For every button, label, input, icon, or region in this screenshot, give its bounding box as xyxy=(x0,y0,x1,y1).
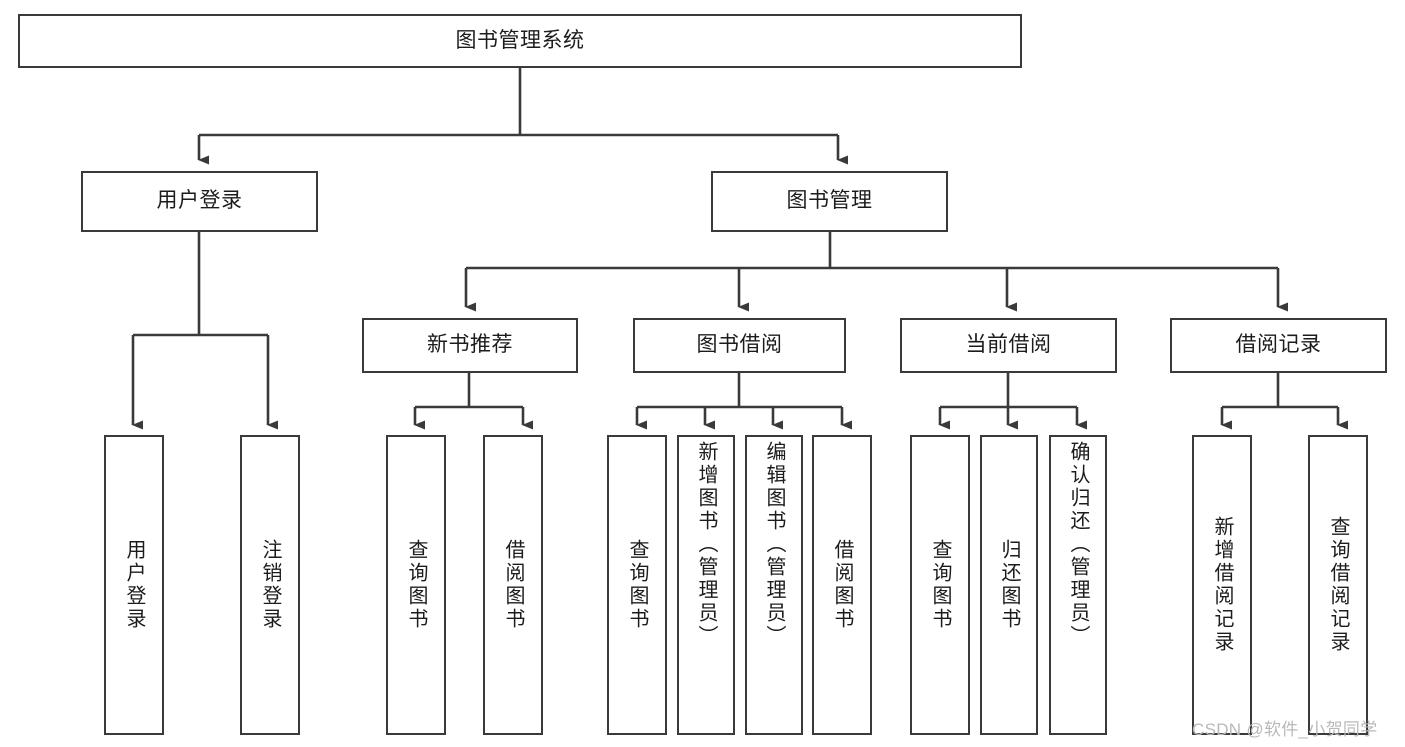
node-leaf-borrow-book-2-label: 借阅图书 xyxy=(831,539,853,631)
node-leaf-query-book-3-label: 查询图书 xyxy=(929,539,951,631)
node-leaf-add-record-label: 新增借阅记录 xyxy=(1211,516,1233,654)
node-leaf-query-book-1[interactable]: 查询图书 xyxy=(386,435,446,735)
node-current-borrow-label: 当前借阅 xyxy=(965,333,1052,357)
node-book-manage[interactable]: 图书管理 xyxy=(711,171,948,232)
node-user-login[interactable]: 用户登录 xyxy=(81,171,318,232)
node-leaf-query-book-2[interactable]: 查询图书 xyxy=(607,435,667,735)
node-leaf-user-login-label: 用户登录 xyxy=(123,539,145,631)
node-current-borrow[interactable]: 当前借阅 xyxy=(900,318,1117,373)
node-leaf-edit-book[interactable]: 编辑图书（管理员） xyxy=(745,435,803,735)
node-book-borrow-label: 图书借阅 xyxy=(696,333,783,357)
node-leaf-add-record[interactable]: 新增借阅记录 xyxy=(1192,435,1252,735)
node-leaf-return-book-label: 归还图书 xyxy=(998,539,1020,631)
node-leaf-query-book-2-label: 查询图书 xyxy=(626,539,648,631)
node-new-book-rec[interactable]: 新书推荐 xyxy=(362,318,578,373)
node-leaf-add-book-label: 新增图书（管理员） xyxy=(695,441,717,648)
node-borrow-record[interactable]: 借阅记录 xyxy=(1170,318,1387,373)
node-book-borrow[interactable]: 图书借阅 xyxy=(633,318,846,373)
node-leaf-edit-book-label: 编辑图书（管理员） xyxy=(763,441,785,648)
node-user-login-label: 用户登录 xyxy=(156,189,243,213)
node-leaf-query-book-3[interactable]: 查询图书 xyxy=(910,435,970,735)
node-leaf-borrow-book-2[interactable]: 借阅图书 xyxy=(812,435,872,735)
watermark-text: CSDN @软件_小贺同学 xyxy=(1192,720,1378,739)
node-borrow-record-label: 借阅记录 xyxy=(1235,333,1322,357)
node-leaf-logout[interactable]: 注销登录 xyxy=(240,435,300,735)
node-new-book-rec-label: 新书推荐 xyxy=(427,333,513,357)
node-root[interactable]: 图书管理系统 xyxy=(18,14,1022,68)
node-leaf-confirm-return-label: 确认归还（管理员） xyxy=(1067,441,1089,648)
node-leaf-borrow-book-1[interactable]: 借阅图书 xyxy=(483,435,543,735)
node-leaf-confirm-return[interactable]: 确认归还（管理员） xyxy=(1049,435,1107,735)
node-leaf-borrow-book-1-label: 借阅图书 xyxy=(502,539,524,631)
node-leaf-logout-label: 注销登录 xyxy=(259,539,281,631)
node-leaf-query-record-label: 查询借阅记录 xyxy=(1327,516,1349,654)
node-leaf-return-book[interactable]: 归还图书 xyxy=(980,435,1038,735)
node-root-label: 图书管理系统 xyxy=(455,28,585,52)
node-leaf-add-book[interactable]: 新增图书（管理员） xyxy=(677,435,735,735)
node-leaf-query-record[interactable]: 查询借阅记录 xyxy=(1308,435,1368,735)
node-leaf-user-login[interactable]: 用户登录 xyxy=(104,435,164,735)
node-leaf-query-book-1-label: 查询图书 xyxy=(405,539,427,631)
node-book-manage-label: 图书管理 xyxy=(786,189,873,213)
